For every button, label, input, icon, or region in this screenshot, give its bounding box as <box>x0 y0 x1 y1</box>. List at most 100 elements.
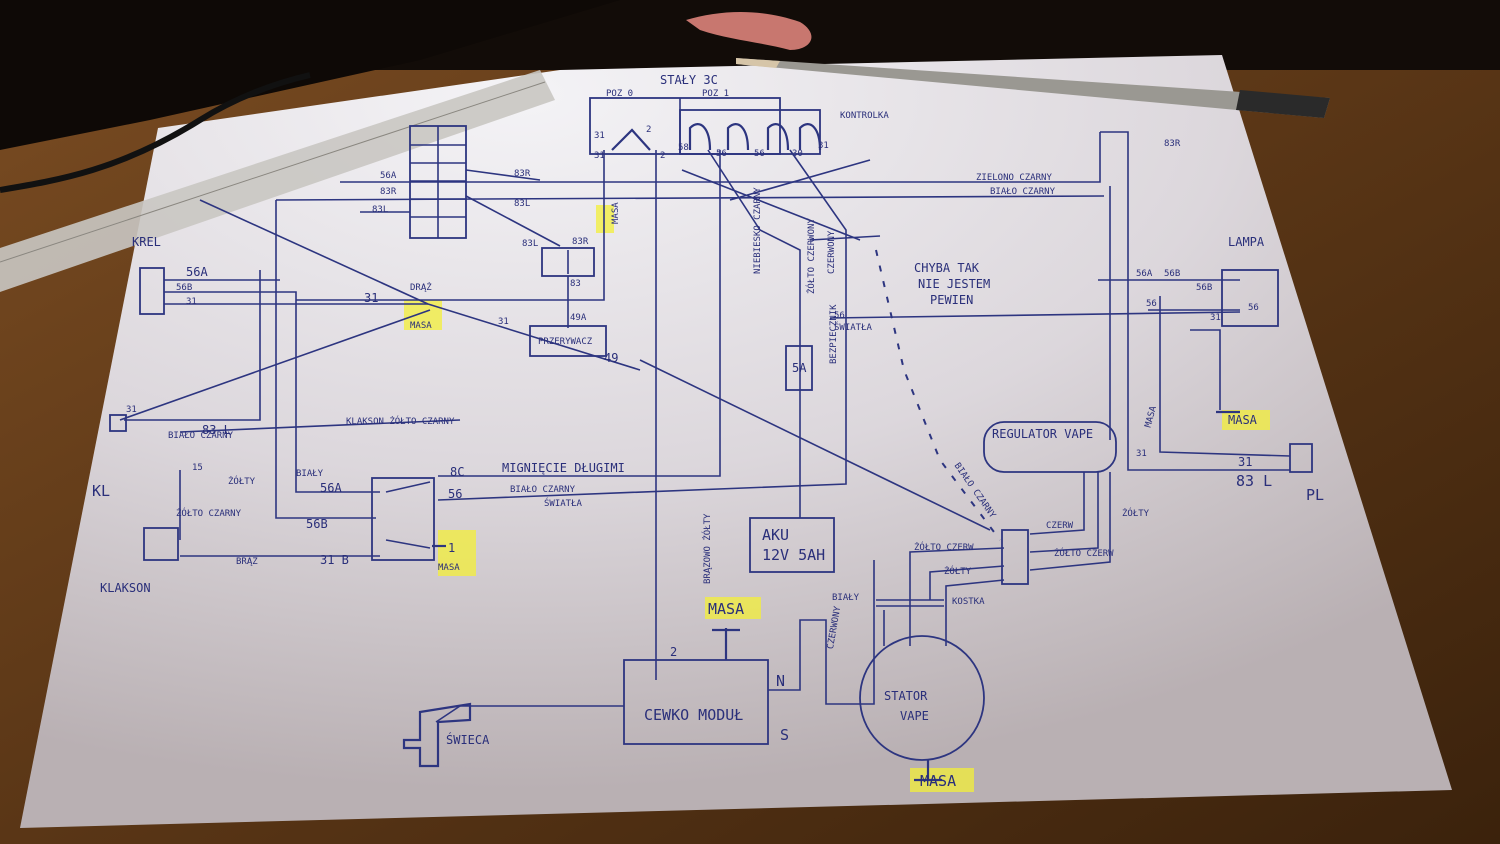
term-31a: 31 <box>594 131 605 141</box>
lbl-regulator: REGULATOR VAPE <box>992 427 1093 441</box>
lbl-83r-b: 83R <box>572 237 589 247</box>
term-30: 30 <box>792 149 803 159</box>
paper-sheet <box>20 55 1452 828</box>
term-58: 58 <box>678 143 689 153</box>
ignition-title: STAŁY 3C <box>660 73 718 87</box>
lbl-chyba2: NIE JESTEM <box>918 277 990 291</box>
lbl-sw-8c: 8C <box>450 465 464 479</box>
right-bottom-box <box>1289 443 1313 473</box>
regulator <box>983 421 1117 571</box>
lbl-krel: KREL <box>132 235 161 249</box>
lbl-masa-cdi: MASA <box>708 600 744 618</box>
lbl-83l-left: 83 L <box>202 423 231 437</box>
lbl-kl: KL <box>92 482 110 500</box>
lbl-cdi: CEWKO MODUŁ <box>644 706 743 724</box>
lbl-chyba3: PEWIEN <box>930 293 973 307</box>
przerywacz-box <box>529 325 607 357</box>
lbl-bialo-czarny-top: BIAŁO CZARNY <box>990 187 1056 197</box>
lbl-kp-31: 31 <box>186 297 197 307</box>
lbl-bialy-c: BIAŁY <box>832 593 860 603</box>
lbl-5a: 5A <box>792 361 807 375</box>
lbl-swiatla-sw: ŚWIATŁA <box>544 497 583 509</box>
lbl-r-83l: 83 L <box>1236 472 1272 490</box>
cable <box>0 72 311 193</box>
term-2a: 2 <box>646 125 651 135</box>
lbl-zielono-czarny: ZIELONO CZARNY <box>976 173 1052 183</box>
lbl-56a-top: 56A <box>380 171 397 181</box>
lamp <box>1221 269 1279 327</box>
lbl-klakson-zolto: KLAKSON ŻÓŁTO CZARNY <box>346 415 455 427</box>
lbl-49a: 49A <box>570 313 587 323</box>
lbl-przerywacz: PRZERYWACZ <box>538 337 593 347</box>
lbl-pl: PL <box>1306 486 1324 504</box>
ignition-switch <box>589 97 822 155</box>
lbl-stator2: VAPE <box>900 709 929 723</box>
lbl-bialy-l: BIAŁY <box>296 469 324 479</box>
lbl-stator1: STATOR <box>884 689 928 703</box>
lbl-masa-top: MASA <box>611 202 621 224</box>
lbl-zolto-czerwony: ŻÓŁTO CZERWONY <box>805 218 817 294</box>
lbl-kostka: KOSTKA <box>952 597 985 607</box>
lbl-braz-zolty: BRĄZOWO ŻÓŁTY <box>701 513 713 584</box>
highlight-masa-cdi <box>705 597 761 619</box>
lbl-31-left: 31 <box>126 405 137 415</box>
lbl-zolty-r2: ŻÓŁTY <box>944 565 972 577</box>
lbl-83: 83 <box>570 279 581 289</box>
highlight-masa-top <box>596 205 614 233</box>
lbl-akku1: AKU <box>762 526 789 544</box>
lbl-s56a: 56A <box>320 481 342 495</box>
lbl-niebiesko: NIEBIESKO CZARNY <box>753 187 763 274</box>
lbl-bezpiecznik: BEZPIECZNIK <box>829 304 839 364</box>
lbl-s56b: 56B <box>306 517 328 531</box>
battery <box>749 517 835 573</box>
term-56b: 56 <box>754 149 765 159</box>
pencil <box>736 58 1330 118</box>
wires-top <box>275 131 1291 680</box>
highlight-masa-sw <box>438 530 476 576</box>
klakson-box <box>143 527 179 561</box>
lbl-czerw-r: CZERW <box>1046 521 1074 531</box>
ignition-pos0: POZ 0 <box>606 89 633 99</box>
lbl-83l-a: 83L <box>514 199 530 209</box>
lbl-15: 15 <box>192 463 203 473</box>
labels-group: 56A 83R 83L 83R 83L 83L 83R 83 MASA 83R … <box>92 139 1324 790</box>
lbl-sw-56: 56 <box>448 487 462 501</box>
lbl-cdi-s: S <box>780 726 789 744</box>
term-31b: 31 <box>594 151 605 161</box>
lbl-zolto-czarny-l: ŻÓŁTO CZARNY <box>176 507 242 519</box>
lbl-akku2: 12V 5AH <box>762 546 825 564</box>
lbl-cdi-2: 2 <box>670 645 677 659</box>
term-31c: 31 <box>818 141 829 151</box>
lbl-bialo-czarny-l: BIAŁO CZARNY <box>168 431 234 441</box>
lbl-masa-stator: MASA <box>920 772 956 790</box>
lbl-drag: DRĄŻ <box>410 282 432 293</box>
lbl-braz-l: BRĄZ <box>236 557 258 567</box>
lbl-r-31: 31 <box>1238 455 1252 469</box>
lbl-lampa-31: 31 <box>1210 313 1221 323</box>
lbl-swiatla: ŚWIATŁA <box>834 321 873 333</box>
lbl-swieca: ŚWIECA <box>446 732 490 747</box>
left-small-box <box>109 414 127 432</box>
kostka-connector <box>1001 529 1029 585</box>
lbl-s31b: 31 B <box>320 553 349 567</box>
lbl-lampa-56: 56 <box>1146 299 1157 309</box>
lbl-reg-31: 31 <box>1136 449 1147 459</box>
lbl-zolto-czerw-r: ŻÓŁTO CZERW <box>914 541 974 553</box>
lbl-kp-31b: 31 <box>364 291 378 305</box>
term-56: 56 <box>716 149 727 159</box>
stator <box>859 635 985 782</box>
lbl-bialo-czarny-sw: BIAŁO CZARNY <box>510 485 576 495</box>
lbl-zolto-czerw-r2: ŻÓŁTO CZERW <box>1054 547 1114 559</box>
lbl-zolty-r: ŻÓŁTY <box>1122 507 1150 519</box>
lbl-lampa-56b: 56B <box>1164 269 1180 279</box>
lbl-lampa-masa: MASA <box>1228 413 1258 427</box>
lbl-lampa: LAMPA <box>1228 235 1265 249</box>
fuse-box <box>785 345 813 391</box>
ignition-kontrolka: KONTROLKA <box>840 111 889 121</box>
lbl-lampa-56a: 56A <box>1136 269 1153 279</box>
wires-lower <box>768 547 1005 705</box>
lbl-mig: MIGNIĘCIE DŁUGIMI <box>502 461 625 475</box>
lbl-chyba1: CHYBA TAK <box>914 261 980 275</box>
lbl-lampa-56c: 56B <box>1196 283 1212 293</box>
